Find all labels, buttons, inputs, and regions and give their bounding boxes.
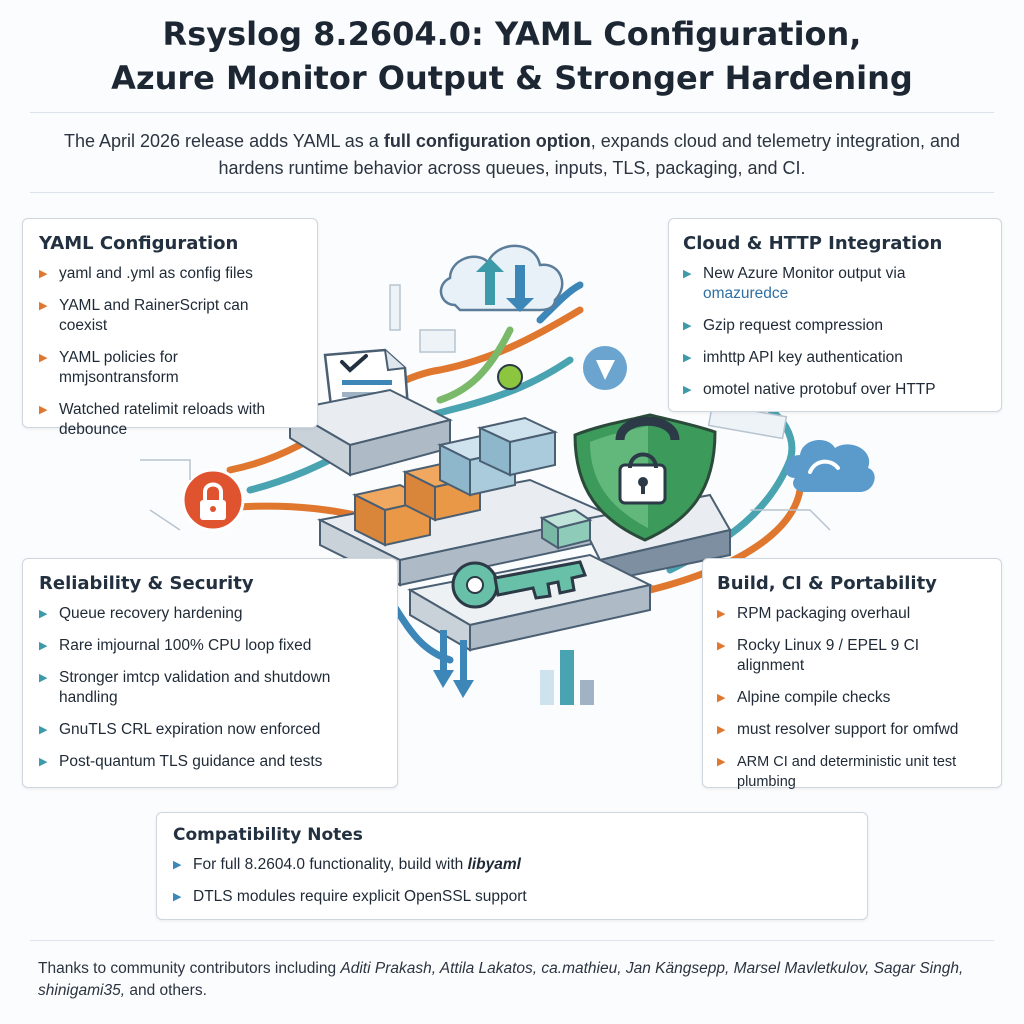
list-item: ▶omotel native protobuf over HTTP bbox=[683, 381, 936, 398]
footer-divider bbox=[30, 940, 994, 941]
bullet-arrow-icon: ▶ bbox=[39, 640, 48, 652]
card-cloud-http-integration: Cloud & HTTP Integration ▶New Azure Moni… bbox=[668, 218, 1002, 412]
decorative-panels bbox=[140, 284, 831, 531]
bullet-arrow-icon: ▶ bbox=[683, 268, 692, 280]
download-arrows-icon bbox=[433, 630, 474, 698]
bullet-arrow-icon: ▶ bbox=[173, 891, 182, 903]
list-item: ▶Alpine compile checks bbox=[717, 689, 891, 706]
shield-lock-icon bbox=[573, 413, 717, 542]
list-item: ▶DTLS modules require explicit OpenSSL s… bbox=[173, 888, 527, 905]
title-line-2: Azure Monitor Output & Stronger Hardenin… bbox=[111, 59, 913, 97]
card-title: Build, CI & Portability bbox=[717, 573, 937, 594]
bullet-arrow-icon: ▶ bbox=[717, 608, 726, 620]
card-title: YAML Configuration bbox=[39, 233, 239, 254]
list-item: ▶ARM CI and deterministic unit test plum… bbox=[717, 754, 957, 790]
card-title: Reliability & Security bbox=[39, 573, 254, 594]
list-item: ▶RPM packaging overhaul bbox=[717, 605, 911, 622]
list-item: ▶Post-quantum TLS guidance and tests bbox=[39, 753, 323, 770]
package-box-icon bbox=[352, 416, 593, 550]
list-item: ▶Gzip request compression bbox=[683, 317, 884, 334]
list-item: ▶Rocky Linux 9 / EPEL 9 CI alignment bbox=[717, 637, 920, 674]
bar-chart-icon bbox=[540, 650, 594, 705]
list-item: ▶New Azure Monitor output via omazuredce bbox=[683, 265, 906, 302]
bullet-arrow-icon: ▶ bbox=[717, 756, 726, 768]
card-title: Cloud & HTTP Integration bbox=[683, 233, 943, 254]
green-flow-line bbox=[436, 326, 514, 404]
intro-paragraph: The April 2026 release adds YAML as a fu… bbox=[30, 128, 994, 182]
list-item: ▶For full 8.2604.0 functionality, build … bbox=[173, 856, 521, 873]
compass-icon bbox=[583, 346, 627, 390]
list-item: ▶Queue recovery hardening bbox=[39, 605, 243, 622]
bullet-arrow-icon: ▶ bbox=[39, 268, 48, 280]
key-icon bbox=[451, 560, 588, 609]
list-item: ▶yaml and .yml as config files bbox=[39, 265, 253, 282]
orange-flow-line-3 bbox=[646, 466, 805, 594]
intro-post: , expands cloud and telemetry integratio… bbox=[218, 131, 961, 178]
card-compatibility-notes: Compatibility Notes ▶For full 8.2604.0 f… bbox=[156, 812, 868, 920]
card-build-ci-portability: Build, CI & Portability ▶RPM packaging o… bbox=[702, 558, 1002, 790]
intro-divider bbox=[30, 192, 994, 193]
card-reliability-security: Reliability & Security ▶Queue recovery h… bbox=[22, 558, 398, 788]
cloud-sync-icon bbox=[439, 244, 564, 312]
intro-bold: full configuration option bbox=[383, 131, 591, 151]
list-item: ▶YAML and RainerScript can coexist bbox=[39, 297, 249, 334]
list-item: ▶YAML policies for mmjsontransform bbox=[39, 349, 179, 386]
bullet-arrow-icon: ▶ bbox=[683, 320, 692, 332]
card-title: Compatibility Notes bbox=[173, 825, 363, 845]
bullet-arrow-icon: ▶ bbox=[39, 756, 48, 768]
list-item: ▶Watched ratelimit reloads with debounce bbox=[39, 401, 266, 438]
intro-pre: The April 2026 release adds YAML as a bbox=[63, 131, 384, 151]
bullet-arrow-icon: ▶ bbox=[683, 352, 692, 364]
title-divider bbox=[30, 112, 994, 113]
blue-flow-line-2 bbox=[536, 281, 584, 324]
card-yaml-configuration: YAML Configuration ▶yaml and .yml as con… bbox=[22, 218, 318, 438]
cloud-icon bbox=[784, 439, 875, 492]
bullet-arrow-icon: ▶ bbox=[173, 859, 182, 871]
title-line-1: Rsyslog 8.2604.0: YAML Configuration, bbox=[162, 15, 862, 53]
bullet-arrow-icon: ▶ bbox=[683, 384, 692, 396]
contributor-names: Aditi Prakash, Attila Lakatos, ca.mathie… bbox=[38, 960, 964, 999]
list-item: ▶must resolver support for omfwd bbox=[717, 721, 959, 738]
teal-flow-line-1 bbox=[246, 356, 574, 494]
release-illustration bbox=[140, 244, 875, 705]
bullet-arrow-icon: ▶ bbox=[717, 692, 726, 704]
page-title: Rsyslog 8.2604.0: YAML Configuration, Az… bbox=[0, 12, 1024, 100]
bullet-arrow-icon: ▶ bbox=[39, 672, 48, 684]
bullet-arrow-icon: ▶ bbox=[39, 352, 48, 364]
bullet-arrow-icon: ▶ bbox=[39, 300, 48, 312]
bullet-arrow-icon: ▶ bbox=[39, 608, 48, 620]
status-node-icon bbox=[497, 364, 523, 390]
bullet-arrow-icon: ▶ bbox=[717, 640, 726, 652]
contributors-thanks: Thanks to community contributors includi… bbox=[38, 960, 964, 999]
bullet-arrow-icon: ▶ bbox=[39, 404, 48, 416]
padlock-icon bbox=[181, 468, 245, 532]
list-item: ▶imhttp API key authentication bbox=[683, 349, 903, 366]
bullet-arrow-icon: ▶ bbox=[39, 724, 48, 736]
list-item: ▶Rare imjournal 100% CPU loop fixed bbox=[39, 637, 312, 654]
list-item: ▶Stronger imtcp validation and shutdown … bbox=[39, 669, 331, 706]
bullet-arrow-icon: ▶ bbox=[717, 724, 726, 736]
list-item: ▶GnuTLS CRL expiration now enforced bbox=[39, 721, 321, 738]
